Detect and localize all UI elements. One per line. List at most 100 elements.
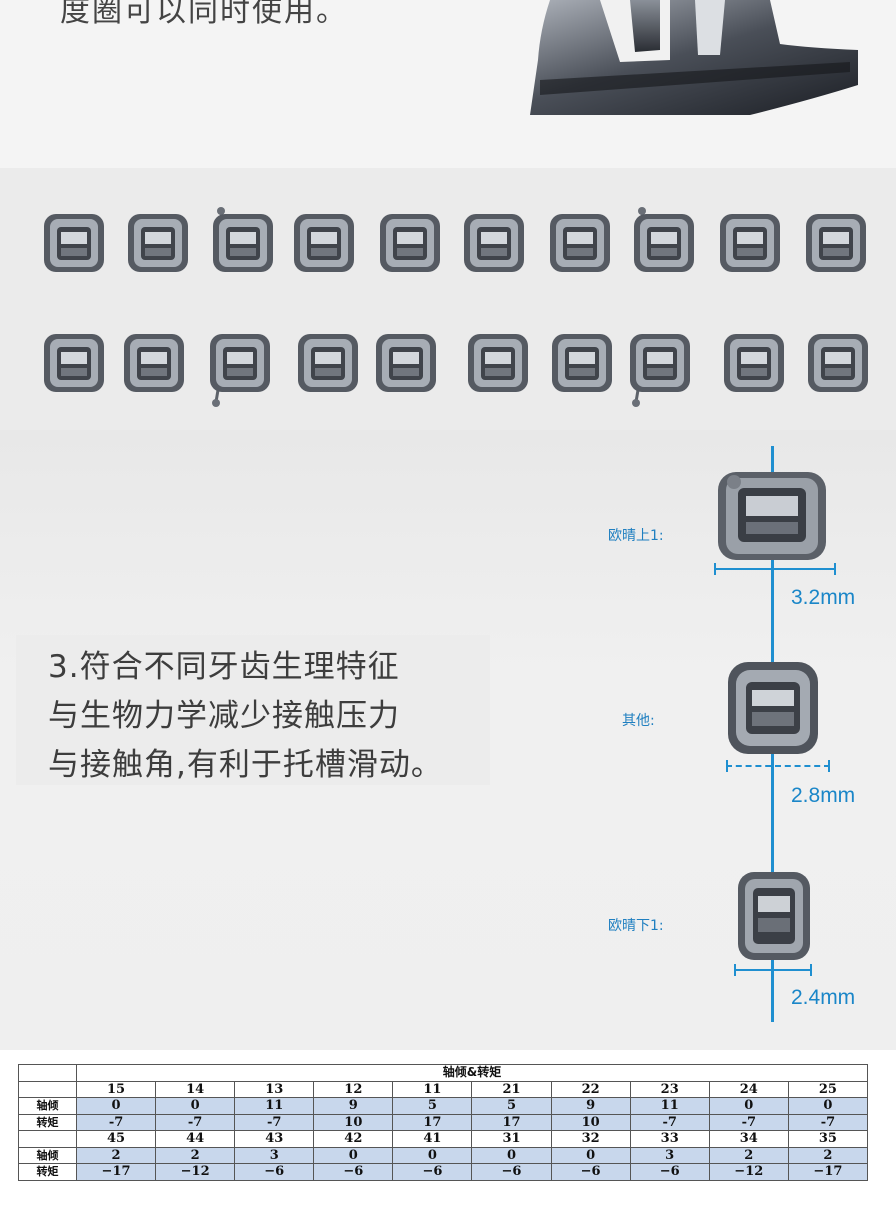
upper-bracket-image	[804, 208, 868, 274]
table-cell: -7	[155, 1113, 236, 1131]
table-cell: 0	[155, 1097, 236, 1115]
width-marker-3	[734, 964, 812, 976]
table-cell: 10	[550, 1113, 631, 1131]
lower-bracket-image	[466, 328, 530, 394]
table-cell: −17	[75, 1163, 157, 1181]
table-cell: 21	[471, 1080, 552, 1098]
brackets-grid	[0, 168, 896, 430]
row-label-torque: 转矩	[18, 1113, 77, 1131]
feature-line-3: 与接触角,有利于托槽滑动。	[48, 747, 443, 783]
upper-bracket-image	[42, 208, 106, 274]
row-label-tip: 轴倾	[18, 1146, 77, 1164]
table-cell: 11	[234, 1097, 315, 1115]
table-cell: 2	[787, 1146, 869, 1164]
table-cell: 10	[313, 1113, 394, 1131]
table-cell: 23	[629, 1080, 710, 1098]
table-cell: 31	[471, 1130, 552, 1148]
table-cell: −17	[787, 1163, 869, 1181]
lower-bracket-image	[722, 328, 786, 394]
table-cell: 3	[629, 1146, 710, 1164]
table-cell: −6	[392, 1163, 473, 1181]
table-cell: 44	[155, 1130, 236, 1148]
width-marker-2	[726, 760, 830, 772]
upper-incisor-bracket-image	[718, 472, 826, 560]
table-cell: 5	[471, 1097, 552, 1115]
table-cell: 0	[550, 1146, 631, 1164]
table-corner-cell	[18, 1064, 77, 1082]
width-value-1: 3.2mm	[791, 586, 856, 609]
table-empty-cell	[18, 1130, 77, 1148]
table-cell: 11	[629, 1097, 710, 1115]
feature-line-1: 3.符合不同牙齿生理特征	[48, 649, 400, 685]
table-cell: −6	[234, 1163, 315, 1181]
comparison-label-2: 其他:	[622, 713, 655, 729]
lower-torque-row: 转矩−17−12−6−6−6−6−6−6−12−17	[18, 1163, 869, 1181]
width-value-3: 2.4mm	[791, 986, 856, 1009]
table-cell: 3	[234, 1146, 315, 1164]
table-cell: 11	[392, 1080, 473, 1098]
table-cell: −6	[313, 1163, 394, 1181]
table-cell: 41	[392, 1130, 473, 1148]
table-cell: 2	[155, 1146, 236, 1164]
table-cell: −12	[155, 1163, 236, 1181]
upper-bracket-image	[718, 208, 782, 274]
row-label-torque: 转矩	[18, 1163, 77, 1181]
upper-bracket-image	[462, 208, 526, 274]
table-cell: 2	[75, 1146, 157, 1164]
table-cell: 0	[471, 1146, 552, 1164]
table-cell: 35	[787, 1130, 869, 1148]
upper-bracket-image	[548, 208, 612, 274]
upper-bracket-image	[292, 208, 356, 274]
table-cell: 13	[234, 1080, 315, 1098]
table-cell: 14	[155, 1080, 236, 1098]
table-cell: 0	[708, 1097, 789, 1115]
width-marker-1	[714, 563, 836, 575]
lower-bracket-image	[122, 328, 186, 394]
table-cell: 33	[629, 1130, 710, 1148]
table-cell: −6	[471, 1163, 552, 1181]
comparison-label-1: 欧晴上1:	[608, 528, 664, 544]
table-cell: −6	[629, 1163, 710, 1181]
lower-bracket-image	[374, 328, 438, 394]
lower-bracket-image	[806, 328, 870, 394]
top-section: 度圈可以同时使用。	[0, 0, 896, 168]
table-cell: 0	[75, 1097, 157, 1115]
other-bracket-image	[728, 662, 818, 754]
table-cell: 0	[392, 1146, 473, 1164]
feature-text-box: 3.符合不同牙齿生理特征 与生物力学减少接触压力 与接触角,有利于托槽滑动。	[16, 635, 490, 785]
table-cell: −12	[708, 1163, 789, 1181]
lower-bracket-image	[296, 328, 360, 394]
table-cell: -7	[75, 1113, 157, 1131]
bracket-closeup-image	[485, 0, 858, 115]
comparison-label-3: 欧晴下1:	[608, 918, 664, 934]
upper-bracket-image	[126, 208, 190, 274]
table-cell: −6	[550, 1163, 631, 1181]
table-cell: 17	[392, 1113, 473, 1131]
lower-bracket-image	[42, 328, 106, 394]
table-cell: -7	[708, 1113, 789, 1131]
table-cell: 25	[787, 1080, 869, 1098]
table-cell: 12	[313, 1080, 394, 1098]
comparison-section: 3.符合不同牙齿生理特征 与生物力学减少接触压力 与接触角,有利于托槽滑动。 欧…	[0, 430, 896, 1050]
table-empty-cell	[18, 1080, 77, 1098]
feature-line-2: 与生物力学减少接触压力	[48, 698, 400, 734]
top-caption: 度圈可以同时使用。	[60, 0, 348, 29]
table-cell: 15	[75, 1080, 157, 1098]
table-cell: 32	[550, 1130, 631, 1148]
upper-bracket-image	[211, 207, 275, 274]
table-cell: 17	[471, 1113, 552, 1131]
lower-bracket-image	[550, 328, 614, 394]
table-title: 轴倾&转矩	[76, 1064, 868, 1082]
table-cell: 45	[75, 1130, 157, 1148]
table-cell: 43	[234, 1130, 315, 1148]
table-cell: 0	[787, 1097, 869, 1115]
upper-bracket-image	[378, 208, 442, 274]
table-cell: -7	[629, 1113, 710, 1131]
